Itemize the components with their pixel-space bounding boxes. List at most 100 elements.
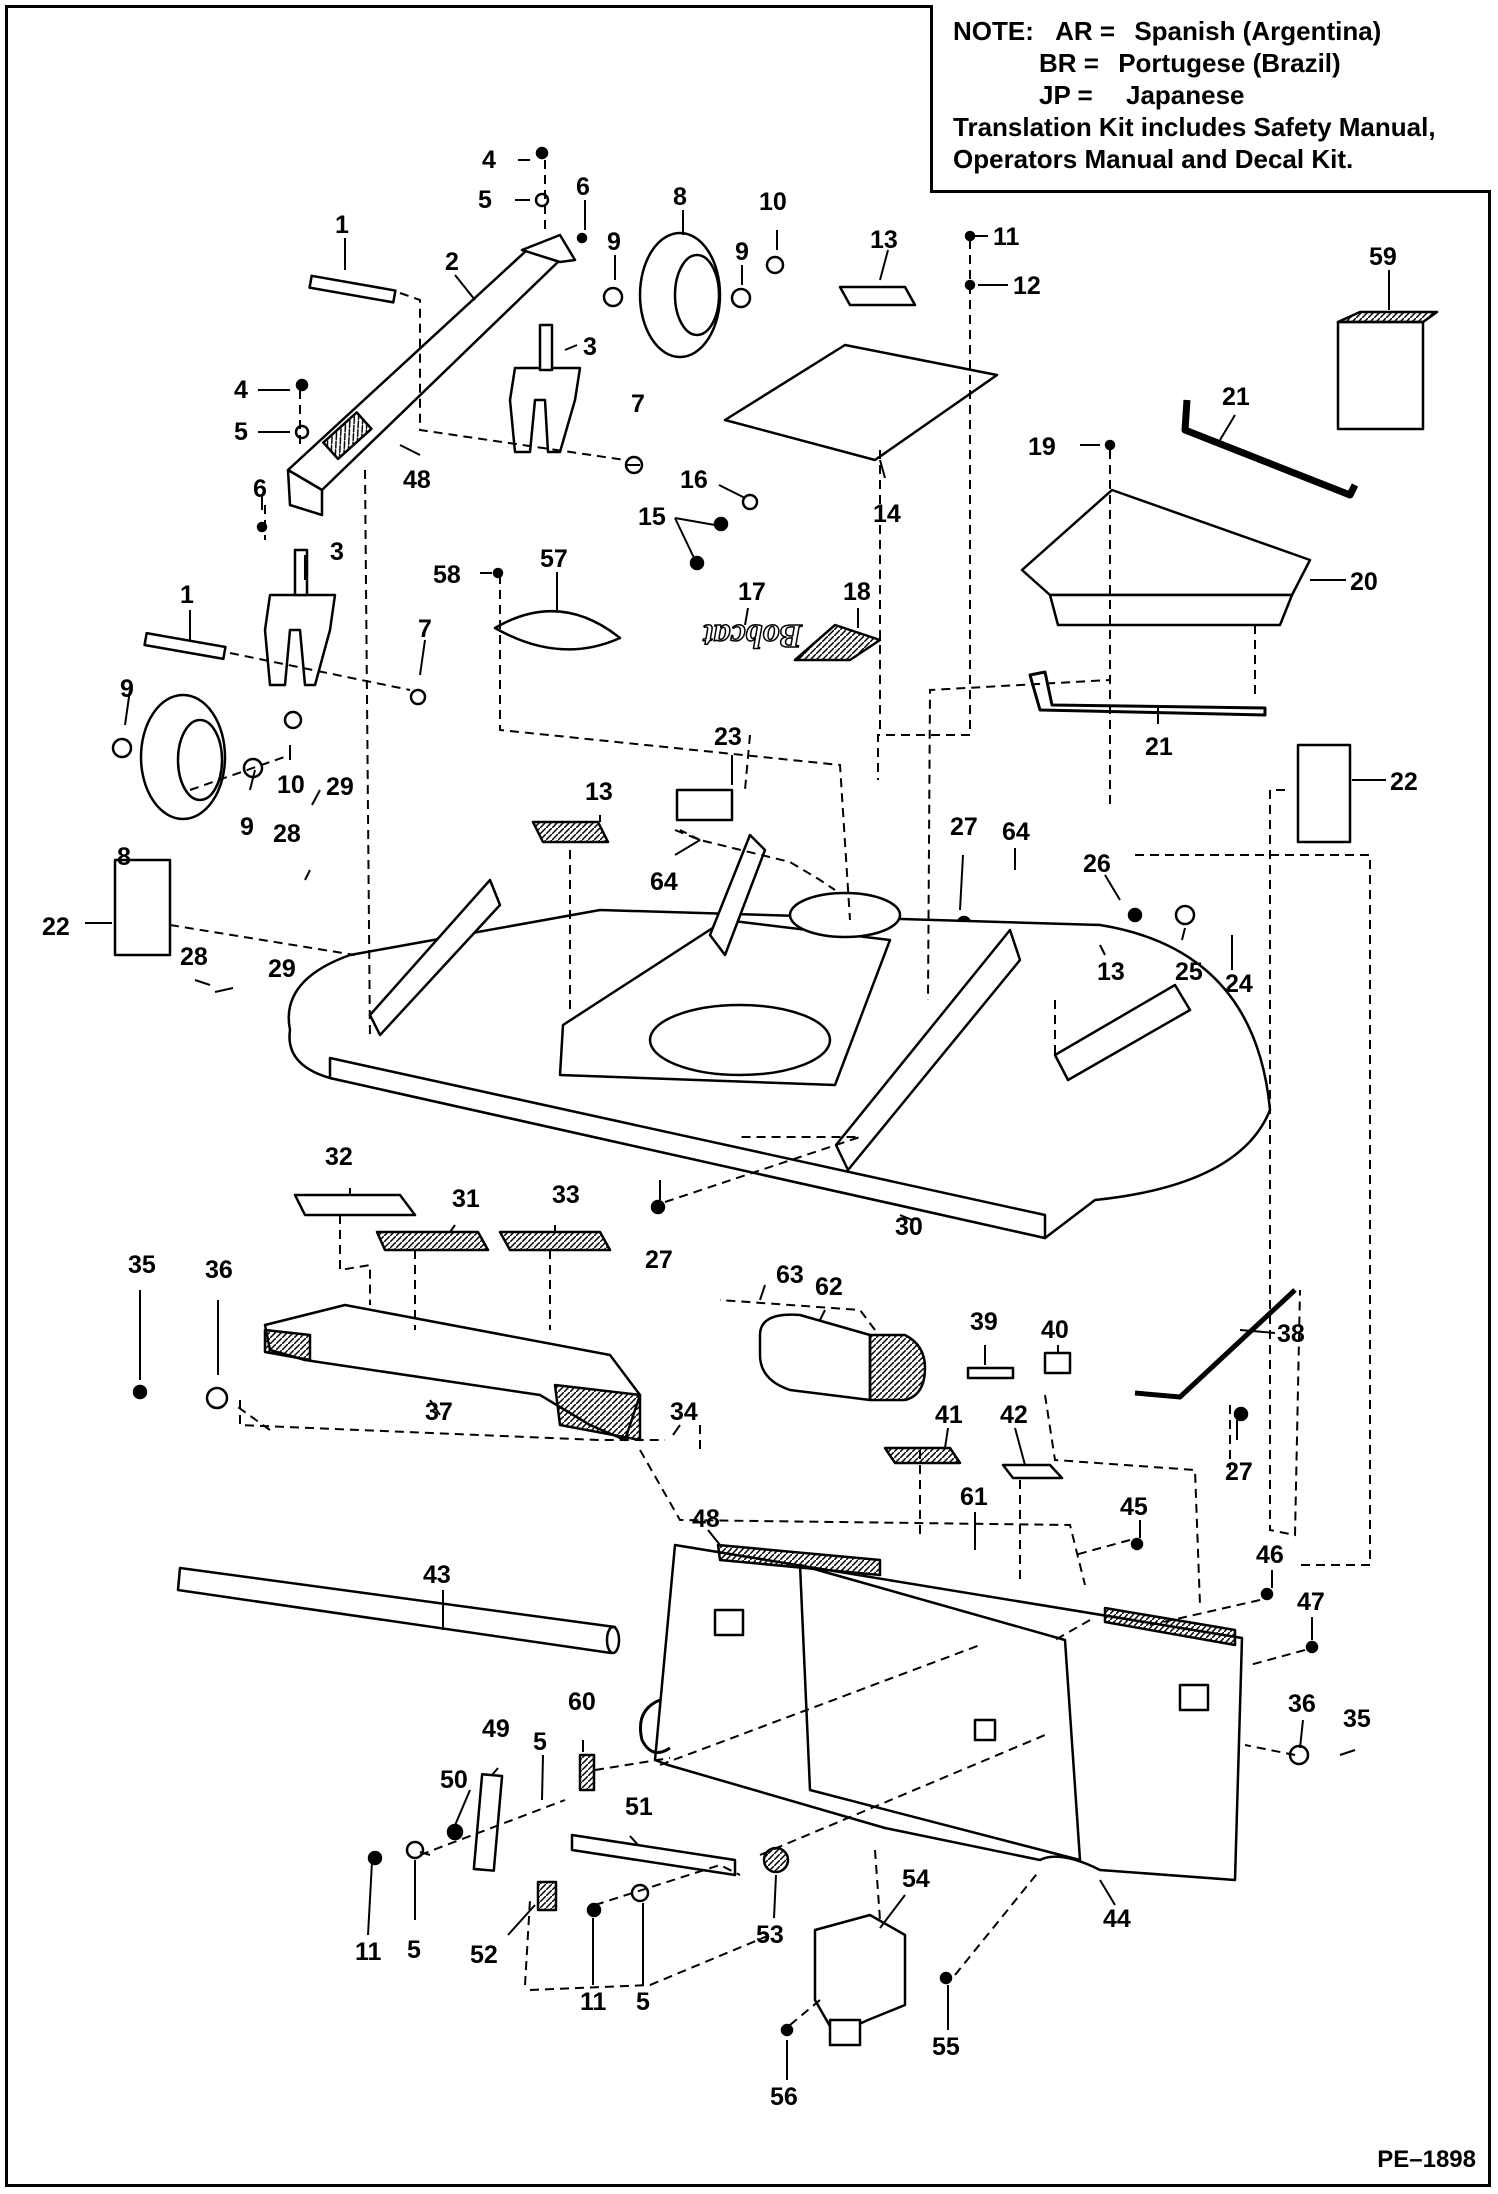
callout-1b: 1 (180, 581, 194, 609)
hydraulic-motor-62 (758, 1313, 872, 1402)
figure-id: PE–1898 (1377, 2146, 1476, 2173)
callout-36: 36 (205, 1256, 233, 1284)
note-code-jp: JP = (1039, 80, 1093, 110)
callout-63: 63 (776, 1261, 804, 1289)
callout-44: 44 (1103, 1905, 1131, 1933)
callout-2: 2 (445, 248, 459, 276)
callout-39: 39 (970, 1308, 998, 1336)
note-lang-ar: Spanish (Argentina) (1134, 16, 1382, 46)
diagram-frame (5, 5, 1491, 2187)
callout-23: 23 (714, 723, 742, 751)
callout-37: 37 (425, 1398, 453, 1426)
callout-5d: 5 (407, 1936, 421, 1964)
callout-22b: 22 (42, 913, 70, 941)
callout-38: 38 (1277, 1320, 1305, 1348)
callout-29: 29 (326, 773, 354, 801)
shaft-43 (176, 1566, 617, 1655)
callout-7b: 7 (418, 615, 432, 643)
leader-lines (85, 159, 1390, 2080)
callout-4: 4 (482, 146, 496, 174)
callout-25: 25 (1175, 958, 1203, 986)
callout-61: 61 (960, 1483, 988, 1511)
callout-21: 21 (1222, 383, 1250, 411)
callout-56: 56 (770, 2083, 798, 2111)
manual-kit-59 (1336, 320, 1425, 431)
handle-49 (472, 1773, 504, 1872)
callout-32: 32 (325, 1143, 353, 1171)
plate-14 (723, 343, 999, 462)
callout-6b: 6 (253, 475, 267, 503)
callout-3: 3 (583, 333, 597, 361)
decal-57 (493, 610, 622, 651)
callout-21b: 21 (1145, 733, 1173, 761)
callout-36b: 36 (1288, 1690, 1316, 1718)
note-lang-jp: Japanese (1125, 80, 1245, 110)
callout-27b: 27 (645, 1246, 673, 1274)
callout-28: 28 (273, 820, 301, 848)
callout-51: 51 (625, 1793, 653, 1821)
callout-5c: 5 (533, 1728, 547, 1756)
note-code-br: BR = (1039, 48, 1099, 78)
callout-58: 58 (433, 561, 461, 589)
note-line-2: Operators Manual and Decal Kit. (953, 144, 1354, 174)
callout-50: 50 (440, 1766, 468, 1794)
callout-9d: 9 (240, 813, 254, 841)
callout-15: 15 (638, 503, 666, 531)
callout-9c: 9 (120, 675, 134, 703)
callout-57: 57 (540, 545, 568, 573)
callout-11c: 11 (580, 1988, 607, 2016)
callout-48: 48 (403, 466, 431, 494)
caster-fork-upper (508, 366, 582, 454)
callout-40: 40 (1041, 1316, 1069, 1344)
callout-59: 59 (1369, 243, 1397, 271)
callout-5b: 5 (234, 418, 248, 446)
callout-47: 47 (1297, 1588, 1325, 1616)
callout-60: 60 (568, 1688, 596, 1716)
callout-20: 20 (1350, 568, 1378, 596)
callout-4b: 4 (234, 376, 248, 404)
callout-16: 16 (680, 466, 708, 494)
callout-8b: 8 (117, 843, 131, 871)
callout-43: 43 (423, 1561, 451, 1589)
callout-5e: 5 (636, 1988, 650, 2016)
callout-46: 46 (1256, 1541, 1284, 1569)
callout-49: 49 (482, 1715, 510, 1743)
callout-27c: 27 (1225, 1458, 1253, 1486)
callout-35: 35 (128, 1251, 156, 1279)
decal-13-top (838, 285, 917, 307)
note-code-ar: AR = (1055, 16, 1116, 46)
callout-11: 11 (993, 223, 1020, 251)
translation-note: NOTE: AR = Spanish (Argentina) BR = Port… (930, 5, 1491, 193)
callout-48b: 48 (692, 1505, 720, 1533)
callout-45: 45 (1120, 1493, 1148, 1521)
callout-10b: 10 (277, 771, 305, 799)
callout-13: 13 (870, 226, 898, 254)
callout-1: 1 (335, 211, 349, 239)
callout-29b: 29 (268, 955, 296, 983)
callout-3b: 3 (330, 538, 344, 566)
callout-7: 7 (631, 390, 645, 418)
callout-35b: 35 (1343, 1705, 1371, 1733)
callout-55: 55 (932, 2033, 960, 2061)
bobcat-logo-decal: Bobcat (702, 617, 803, 654)
callout-8: 8 (673, 183, 687, 211)
caster-fork-lower (263, 593, 337, 687)
callout-53: 53 (756, 1921, 784, 1949)
callout-62: 62 (815, 1273, 843, 1301)
callout-41: 41 (935, 1401, 963, 1429)
callout-27: 27 (950, 813, 978, 841)
callout-64b: 64 (650, 868, 678, 896)
callout-64: 64 (1002, 818, 1030, 846)
note-lang-br: Portugese (Brazil) (1118, 48, 1341, 78)
callout-24: 24 (1225, 970, 1253, 998)
callout-labels: 1 2 3 4 5 6 8 9 10 9 13 11 12 59 21 19 4… (42, 146, 1418, 2111)
callout-28b: 28 (180, 943, 208, 971)
hydraulic-valve-54 (813, 1913, 907, 2037)
callout-9b: 9 (735, 238, 749, 266)
callout-33: 33 (552, 1181, 580, 1209)
callout-5: 5 (478, 186, 492, 214)
callout-17: 17 (738, 578, 766, 606)
callout-30: 30 (895, 1213, 923, 1241)
callout-34: 34 (670, 1398, 698, 1426)
